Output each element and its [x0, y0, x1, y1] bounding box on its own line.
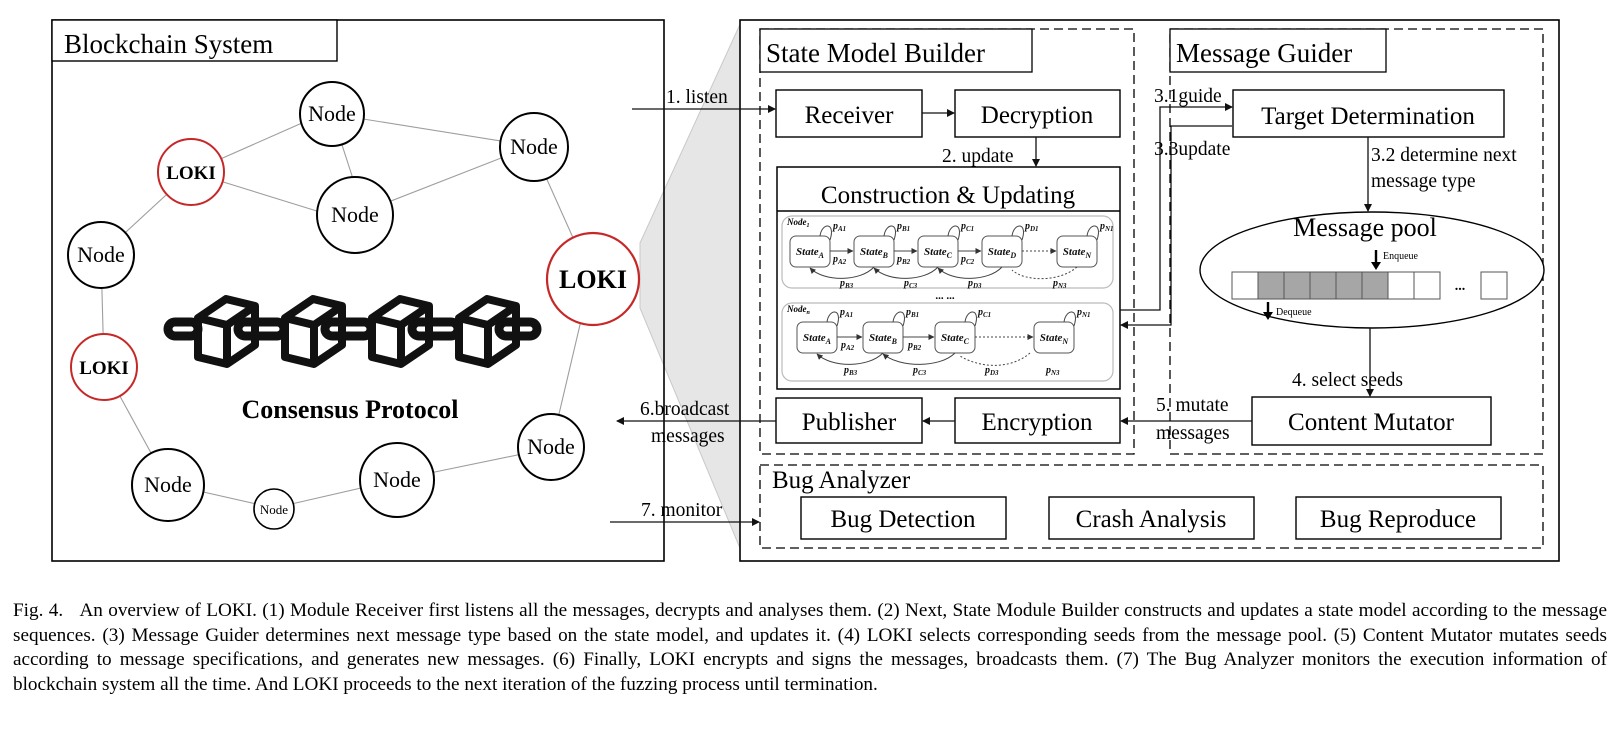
svg-text:Node: Node	[308, 101, 356, 126]
state-row-node-label: Noden	[786, 304, 811, 316]
node-small: Node	[253, 488, 295, 530]
svg-text:Node: Node	[331, 202, 379, 227]
node: Node	[499, 112, 569, 182]
loki-node-large: LOKI	[545, 231, 641, 327]
bug-analyzer: Bug Analyzer Bug Detection Crash Analysi…	[759, 464, 1544, 549]
dequeue-arrow-icon	[1263, 302, 1273, 320]
crash-analysis-box: Crash Analysis	[1048, 496, 1255, 540]
determine-label-1: 3.2 determine next	[1371, 145, 1517, 166]
state-model-builder: State Model Builder Receiver Decryption …	[759, 28, 1135, 455]
svg-text:Bug Detection: Bug Detection	[830, 506, 976, 533]
enqueue-label: Enqueue	[1383, 251, 1419, 262]
state-label: StateN	[1063, 246, 1093, 260]
svg-text:Encryption: Encryption	[981, 409, 1093, 436]
state-label: StateC	[941, 332, 970, 346]
broadcast-label-2: messages	[651, 426, 725, 447]
node: Node	[316, 176, 394, 254]
svg-text:Node: Node	[510, 134, 558, 159]
svg-text:Content Mutator: Content Mutator	[1288, 409, 1455, 436]
state-label: StateA	[803, 332, 832, 346]
svg-text:Message pool: Message pool	[1293, 213, 1437, 242]
node: Node	[517, 413, 585, 481]
state-row-node-label: Node1	[786, 217, 810, 229]
node: Node	[131, 448, 205, 522]
mutate-label-1: 5. mutate	[1156, 395, 1229, 416]
node: Node	[359, 442, 435, 518]
svg-text:Decryption: Decryption	[981, 102, 1094, 129]
rows-ellipsis: ... ...	[935, 290, 955, 302]
svg-text:LOKI: LOKI	[166, 163, 216, 184]
caption-label: Fig. 4.	[13, 600, 64, 621]
queue-ellipsis: ...	[1455, 279, 1466, 294]
svg-text:LOKI: LOKI	[79, 358, 129, 379]
svg-text:Publisher: Publisher	[802, 409, 897, 436]
loki-panel: State Model Builder Receiver Decryption …	[739, 19, 1560, 562]
guide-label: 3.1guide	[1154, 86, 1222, 107]
state-label: StateD	[988, 246, 1017, 260]
blockchain-chain-icon	[163, 295, 542, 368]
svg-text:Target Determination: Target Determination	[1261, 103, 1475, 130]
state-label: StateB	[869, 332, 898, 346]
svg-text:Node: Node	[260, 502, 288, 517]
state-node	[1033, 321, 1075, 354]
svg-text:Receiver: Receiver	[805, 102, 895, 129]
loki-node: LOKI	[157, 138, 225, 206]
svg-text:LOKI: LOKI	[559, 265, 627, 294]
update33-label: 3.3update	[1154, 139, 1230, 160]
loki-node: LOKI	[70, 333, 138, 401]
message-guider: Message Guider Target Determination Mess…	[1169, 28, 1545, 455]
state-row-node-n: Noden StateA StateB StateC StateN	[781, 302, 1114, 382]
bug-detection-box: Bug Detection	[800, 496, 1007, 540]
svg-text:Node: Node	[373, 467, 421, 492]
monitor-label: 7. monitor	[641, 500, 723, 521]
svg-text:Crash Analysis: Crash Analysis	[1076, 506, 1227, 533]
message-queue	[1231, 271, 1508, 300]
edge-labels: 1. listen 2. update 3.1guide 3.3update 3…	[640, 86, 1517, 521]
bug-reproduce-box: Bug Reproduce	[1295, 496, 1502, 540]
dequeue-label: Dequeue	[1276, 307, 1312, 318]
bug-analyzer-title: Bug Analyzer	[772, 467, 911, 494]
state-label: StateC	[924, 246, 953, 260]
consensus-protocol-label: Consensus Protocol	[242, 395, 459, 424]
node: Node	[299, 81, 365, 147]
state-row-node-1: Node1 StateA StateB StateC StateD StateN	[781, 215, 1114, 290]
blockchain-system-panel: Blockchain System Node Node	[51, 19, 665, 562]
mutate-label-2: messages	[1156, 423, 1230, 444]
update-label: 2. update	[942, 146, 1013, 167]
state-label: StateA	[796, 246, 825, 260]
select-seeds-label: 4. select seeds	[1292, 370, 1403, 391]
loki-overview-figure: Blockchain System Node Node	[51, 19, 1560, 562]
content-mutator-box: Content Mutator	[1251, 396, 1492, 446]
svg-text:Node: Node	[77, 242, 125, 267]
svg-text:Node: Node	[144, 472, 192, 497]
node: Node	[67, 221, 135, 289]
svg-text:Bug Reproduce: Bug Reproduce	[1320, 506, 1476, 533]
state-label: StateN	[1040, 332, 1070, 346]
determine-label-2: message type	[1371, 171, 1476, 192]
blockchain-system-title: Blockchain System	[64, 29, 273, 59]
enqueue-arrow-icon	[1371, 250, 1381, 270]
state-label: StateB	[860, 246, 889, 260]
listen-label: 1. listen	[666, 87, 728, 108]
message-guider-title: Message Guider	[1176, 38, 1352, 68]
encryption-box: Encryption	[954, 397, 1121, 444]
caption-text: An overview of LOKI. (1) Module Receiver…	[13, 600, 1607, 695]
broadcast-label-1: 6.broadcast	[640, 399, 730, 420]
decryption-box: Decryption	[954, 89, 1121, 138]
flow-arrows	[610, 103, 1374, 526]
state-model-builder-title: State Model Builder	[766, 38, 985, 68]
svg-text:Construction & Updating: Construction & Updating	[821, 182, 1076, 209]
target-determination-box: Target Determination	[1232, 89, 1505, 138]
svg-text:Node: Node	[527, 434, 575, 459]
figure-caption: Fig. 4. An overview of LOKI. (1) Module …	[13, 599, 1607, 697]
receiver-box: Receiver	[775, 89, 923, 138]
message-pool: Message pool ... Enqueue	[1199, 211, 1545, 329]
publisher-box: Publisher	[775, 397, 923, 444]
